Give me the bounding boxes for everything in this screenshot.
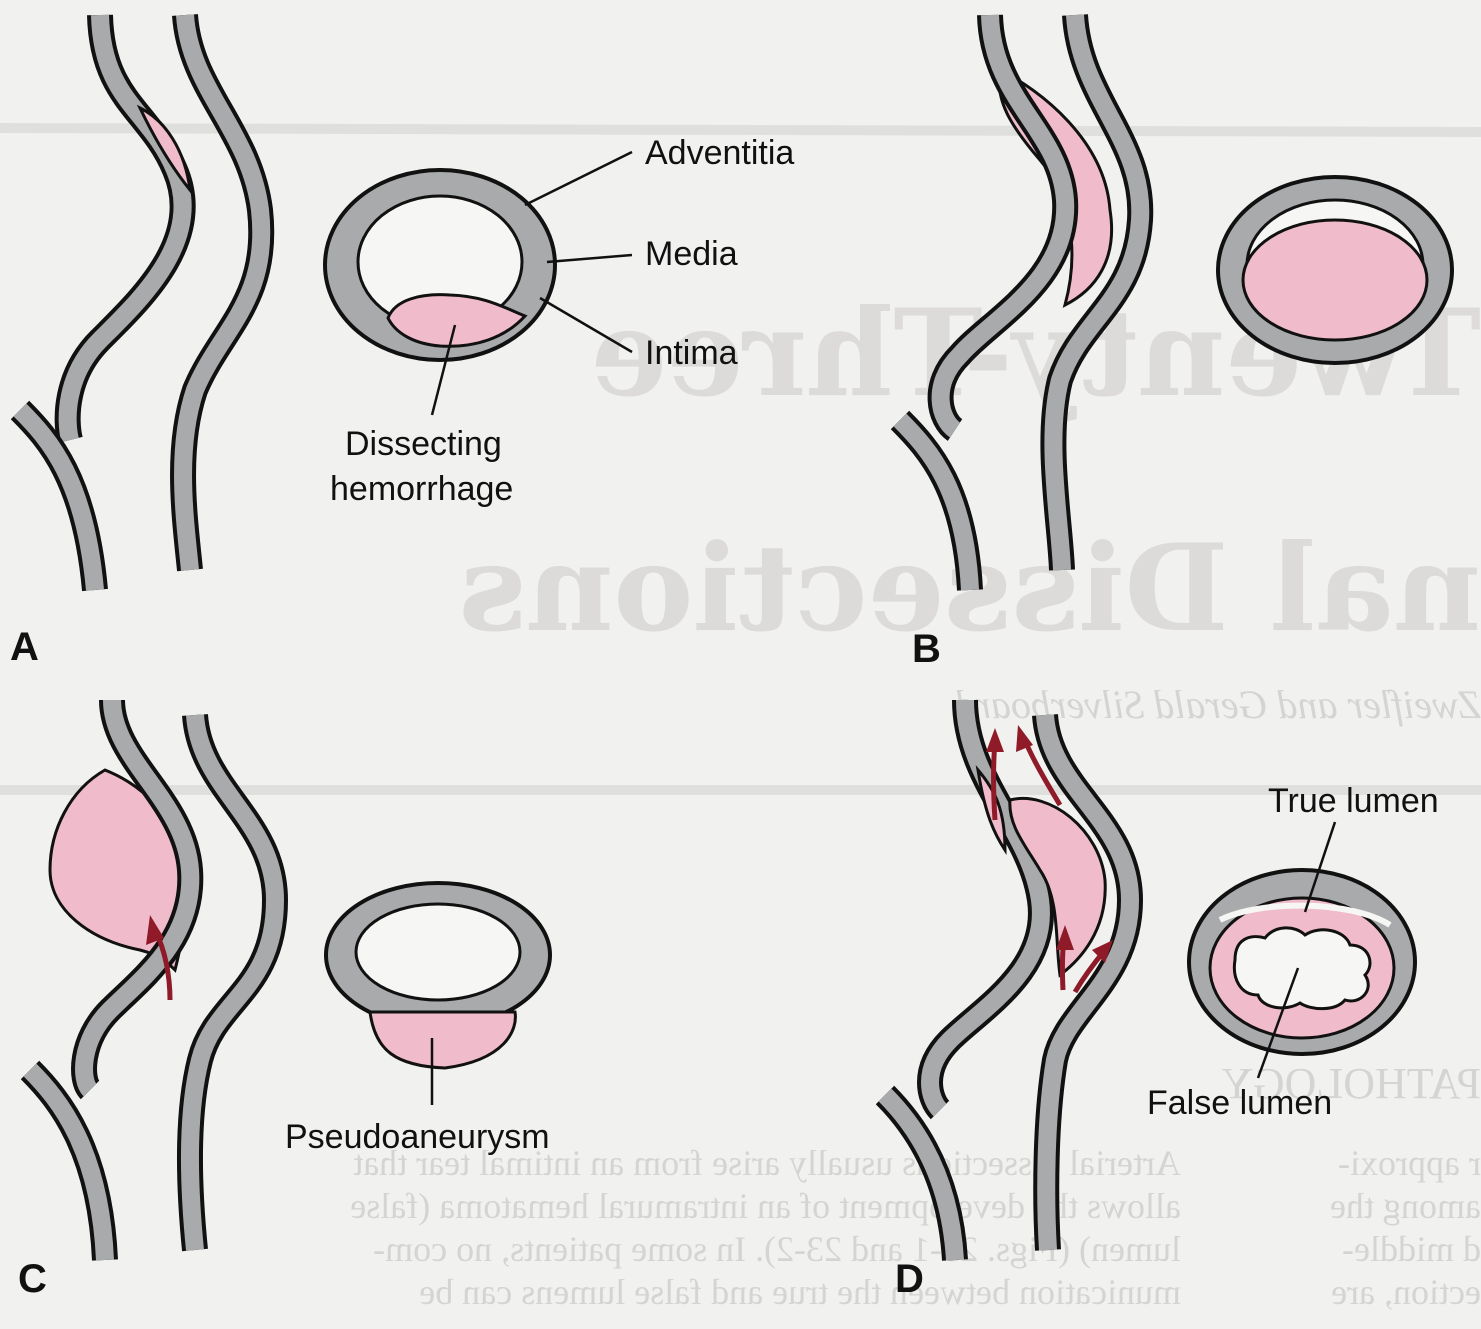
panel-letter-d: D	[895, 1257, 924, 1301]
vessel-longitudinal-c	[30, 700, 275, 1260]
vessel-cross-section-a	[325, 170, 555, 360]
blood-flow-arrowhead	[986, 728, 1004, 752]
label-media: Media	[645, 235, 738, 273]
label-intima: Intima	[645, 334, 738, 372]
vessel-cross-section-b	[1218, 177, 1452, 363]
vessel-longitudinal-a	[20, 15, 261, 590]
label-true-lumen: True lumen	[1268, 782, 1439, 820]
panel-letter-b: B	[912, 627, 941, 671]
hemorrhage-filled-b	[1243, 220, 1427, 340]
panel-letter-c: C	[18, 1257, 47, 1301]
vessel-cross-section-d	[1189, 870, 1415, 1054]
leader-media	[547, 255, 632, 262]
label-false-lumen: False lumen	[1147, 1084, 1332, 1122]
label-adventitia: Adventitia	[645, 134, 794, 172]
bleed-body-line: ection, are	[1331, 1272, 1481, 1312]
label-hemorrhage-line2: hemorrhage	[330, 470, 513, 508]
bleed-body-line: d middle-	[1342, 1229, 1481, 1269]
leader-adventitia	[525, 152, 632, 205]
label-pseudoaneurysm: Pseudoaneurysm	[285, 1118, 550, 1156]
vessel-cross-section-c	[326, 883, 550, 1068]
label-hemorrhage-line1: Dissecting	[345, 425, 502, 463]
panel-letter-a: A	[10, 625, 39, 669]
bleed-body-line: r approxi-	[1338, 1143, 1481, 1183]
bleed-body-line: among the	[1330, 1186, 1481, 1226]
pseudoaneurysm-c	[370, 1012, 515, 1068]
bleed-body-line: munication between the true and false lu…	[419, 1272, 1181, 1312]
